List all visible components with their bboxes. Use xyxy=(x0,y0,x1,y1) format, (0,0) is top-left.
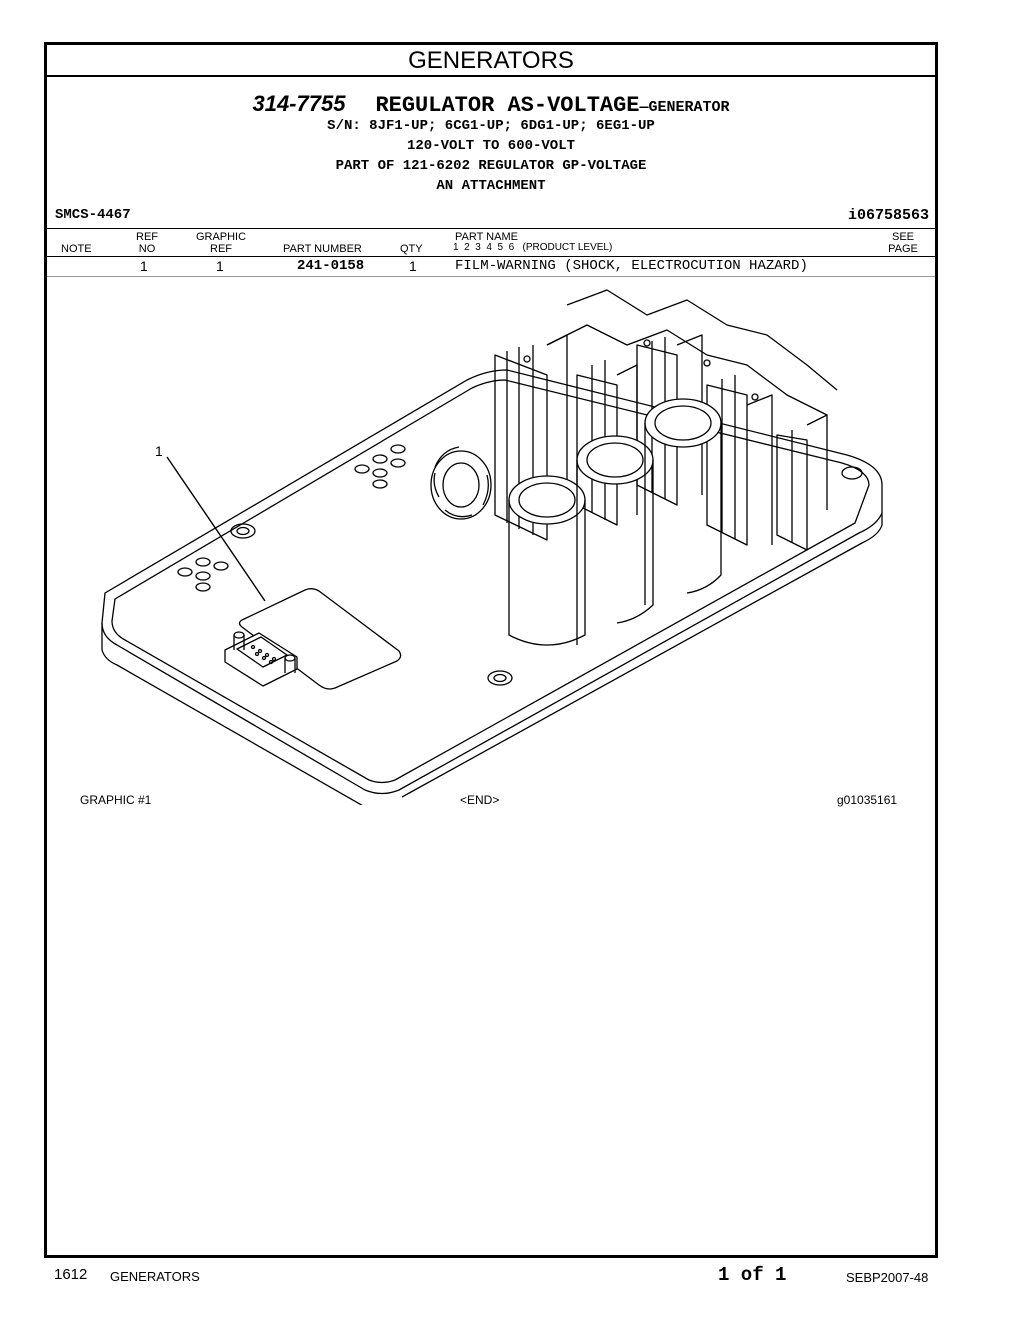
base-plate-inner-edge xyxy=(111,379,870,784)
capacitor xyxy=(576,435,654,645)
hole-cluster xyxy=(177,557,229,592)
graphic-label: GRAPHIC #1 xyxy=(80,793,152,807)
page-of: 1 of 1 xyxy=(718,1264,787,1286)
row-ref-no: 1 xyxy=(140,258,148,274)
voltage-range: 120-VOLT TO 600-VOLT xyxy=(406,138,576,154)
table-row: 1 1 241-0158 1 FILM-WARNING (SHOCK, ELEC… xyxy=(47,256,935,277)
callout-leader xyxy=(166,456,266,602)
col-note: NOTE xyxy=(61,243,92,255)
col-graphic-1: GRAPHIC xyxy=(195,231,247,243)
regulator-illustration: 1 xyxy=(101,289,883,805)
footer-section: GENERATORS xyxy=(110,1269,200,1284)
mounting-hole xyxy=(841,466,863,480)
capacitor xyxy=(644,398,722,605)
col-graphic-2: REF xyxy=(210,243,232,255)
part-name-title: REGULATOR AS-VOLTAGE xyxy=(375,93,640,118)
col-part-name: PART NAME xyxy=(455,231,518,243)
row-part-number[interactable]: 241-0158 xyxy=(297,258,365,274)
part-number-title: 314-7755 xyxy=(252,91,346,116)
serial-numbers: S/N: 8JF1-UP; 6CG1-UP; 6DG1-UP; 6EG1-UP xyxy=(327,118,655,134)
hole-cluster xyxy=(354,444,406,489)
part-of-group: PART OF 121-6202 REGULATOR GP-VOLTAGE xyxy=(335,158,647,174)
col-see-2: PAGE xyxy=(888,243,918,255)
col-ref-1: REF xyxy=(136,231,158,243)
row-qty: 1 xyxy=(409,258,417,274)
mounting-hole xyxy=(230,523,256,539)
base-plate-side xyxy=(101,623,363,805)
attachment-note: AN ATTACHMENT xyxy=(436,178,546,194)
col-qty: QTY xyxy=(400,243,423,255)
smcs-code: SMCS-4467 xyxy=(55,207,131,223)
graphic-id: g01035161 xyxy=(837,793,898,807)
part-name-suffix: —GENERATOR xyxy=(639,99,730,116)
row-part-name: FILM-WARNING (SHOCK, ELECTROCUTION HAZAR… xyxy=(455,258,808,274)
col-product-levels: 1 2 3 4 5 6 (PRODUCT LEVEL) xyxy=(453,242,613,253)
toroid-coil xyxy=(430,446,492,520)
col-see-1: SEE xyxy=(891,231,914,243)
db9-connector xyxy=(224,631,298,687)
page-number: 1612 xyxy=(54,1266,88,1283)
callout-number: 1 xyxy=(155,443,163,459)
col-part-number: PART NUMBER xyxy=(283,243,362,255)
document-id: SEBP2007-48 xyxy=(846,1270,929,1285)
capacitor xyxy=(508,475,586,646)
page-frame: GENERATORS 314-7755 REGULATOR AS-VOLTAGE—… xyxy=(44,42,938,1258)
col-ref-2: NO xyxy=(138,243,156,255)
mounting-hole xyxy=(487,670,513,686)
part-title: 314-7755 REGULATOR AS-VOLTAGE—GENERATOR xyxy=(47,91,935,118)
warning-film xyxy=(238,588,402,690)
end-marker: <END> xyxy=(460,793,500,807)
section-title: GENERATORS xyxy=(47,45,935,77)
column-headers: NOTE REF NO GRAPHIC REF PART NUMBER QTY … xyxy=(47,228,935,257)
illustration-id: i06758563 xyxy=(847,207,929,224)
row-graphic-ref: 1 xyxy=(216,258,224,274)
base-plate xyxy=(101,369,883,795)
